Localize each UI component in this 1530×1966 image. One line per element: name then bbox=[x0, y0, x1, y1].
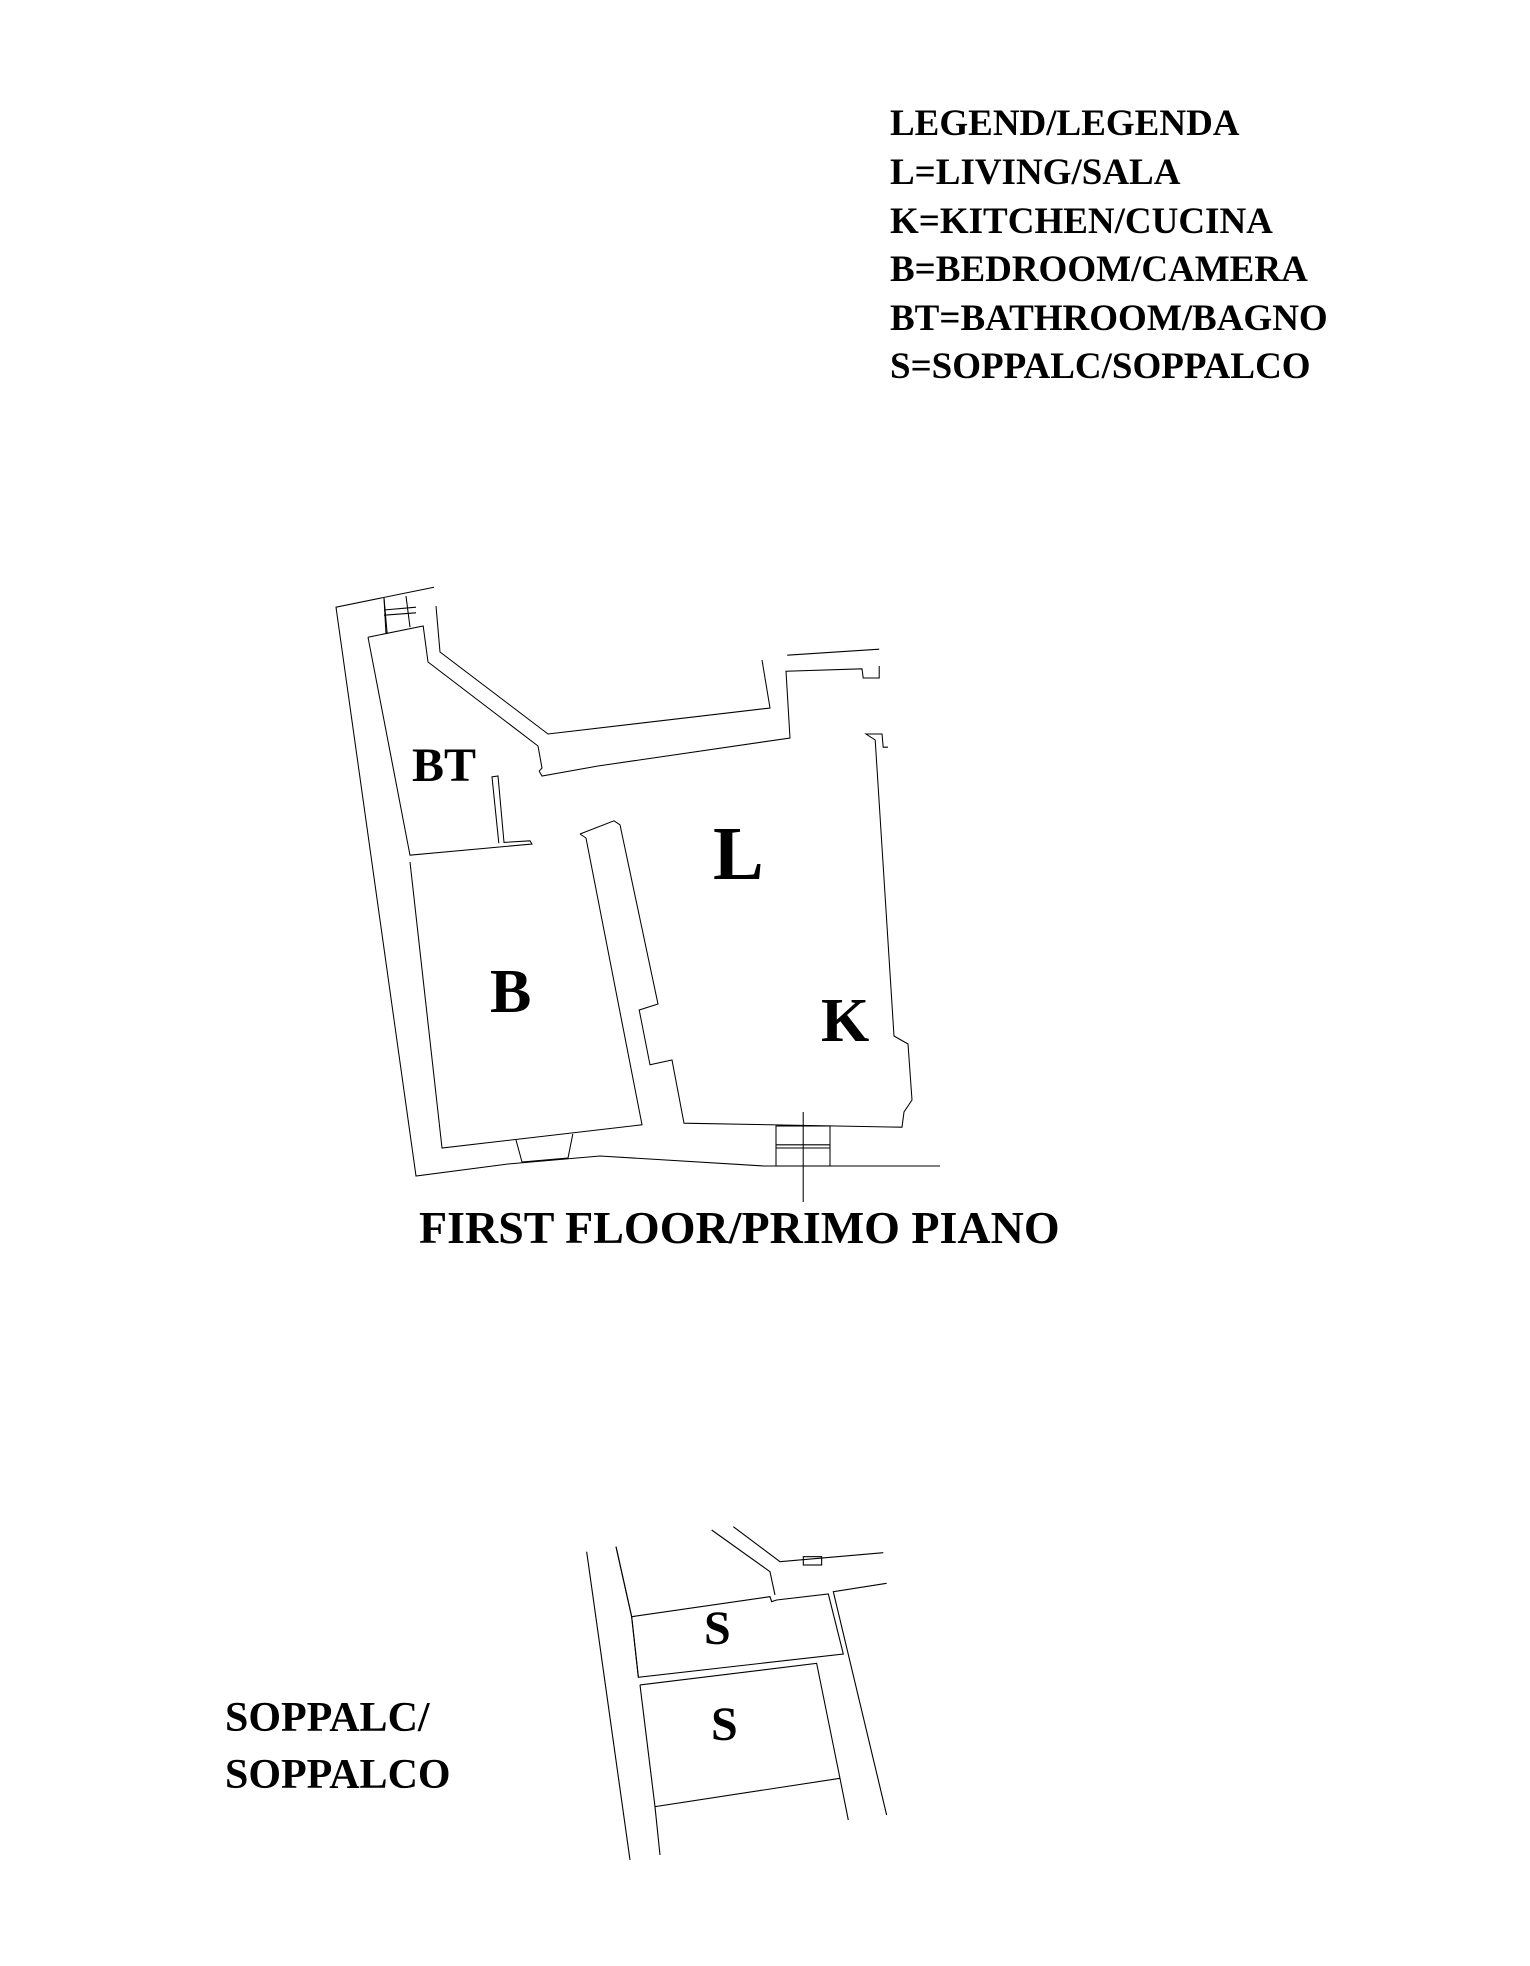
wall-segment bbox=[383, 597, 388, 635]
top-wall bbox=[787, 648, 880, 656]
bedroom-wall bbox=[409, 833, 643, 1149]
outer-wall bbox=[586, 1551, 631, 1861]
column bbox=[802, 1556, 823, 1566]
room-label-living: L bbox=[713, 812, 764, 896]
wall-segment bbox=[615, 1546, 633, 1617]
first-floor-plan bbox=[335, 586, 941, 1203]
lower-mezzanine bbox=[639, 1684, 841, 1808]
room-label-kitchen: K bbox=[821, 987, 869, 1055]
inner-wall bbox=[615, 1546, 639, 1677]
inner-wall bbox=[654, 1806, 661, 1856]
inner-wall bbox=[367, 625, 880, 777]
legend-item: K=KITCHEN/CUCINA bbox=[890, 201, 1273, 242]
living-wall bbox=[579, 733, 913, 1128]
window bbox=[515, 1133, 574, 1163]
upper-mezzanine bbox=[631, 1593, 844, 1678]
room-label-bedroom: B bbox=[490, 958, 531, 1026]
first-floor-title: FIRST FLOOR/PRIMO PIANO bbox=[419, 1202, 1060, 1253]
room-label-mezzanine: S bbox=[704, 1602, 731, 1655]
corridor-wall bbox=[711, 1529, 776, 1596]
legend-item: BT=BATHROOM/BAGNO bbox=[890, 298, 1328, 339]
room-label-mezzanine: S bbox=[711, 1698, 738, 1751]
legend-item: L=LIVING/SALA bbox=[890, 152, 1181, 193]
outer-wall bbox=[335, 586, 941, 1177]
room-label-bathroom: BT bbox=[412, 739, 476, 792]
legend: LEGEND/LEGENDA L=LIVING/SALA K=KITCHEN/C… bbox=[890, 103, 1328, 387]
corridor-wall bbox=[435, 605, 771, 735]
bathroom-wall bbox=[367, 637, 533, 856]
mezzanine-title-line2: SOPPALCO bbox=[225, 1752, 451, 1798]
wall-segment bbox=[383, 606, 417, 611]
corridor-wall bbox=[732, 1526, 884, 1563]
mezzanine-plan bbox=[586, 1526, 888, 1861]
legend-item: S=SOPPALC/SOPPALCO bbox=[890, 346, 1311, 387]
wall-segment bbox=[405, 595, 411, 628]
wall-segment bbox=[383, 612, 417, 616]
legend-item: B=BEDROOM/CAMERA bbox=[890, 249, 1308, 290]
lower-mezzanine bbox=[639, 1662, 849, 1821]
right-wall bbox=[832, 1582, 888, 1816]
mezzanine-title-line1: SOPPALC/ bbox=[225, 1695, 431, 1741]
legend-title: LEGEND/LEGENDA bbox=[890, 103, 1240, 144]
